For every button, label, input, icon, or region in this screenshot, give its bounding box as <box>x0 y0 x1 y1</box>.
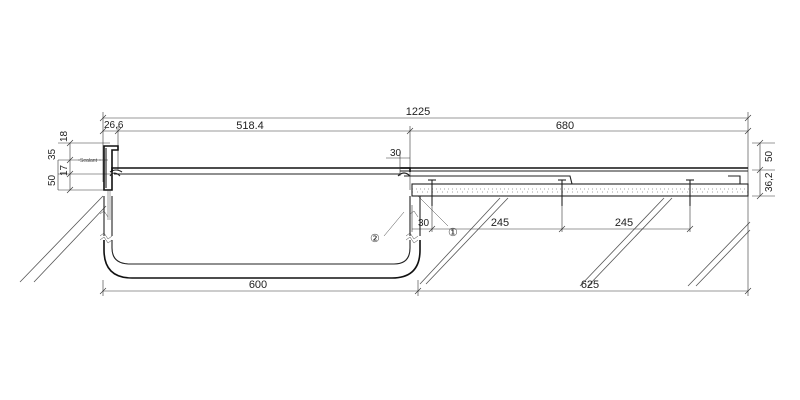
ground-hatching <box>19 195 751 287</box>
dim-channel-width: 600 <box>249 279 267 291</box>
dim-left-50: 50 <box>47 174 58 186</box>
callout-2: ② <box>370 233 380 245</box>
dim-left-17: 17 <box>59 164 70 176</box>
drain-channel <box>99 196 421 279</box>
dim-right-span: 680 <box>556 120 574 132</box>
dim-right-362: 36,2 <box>764 172 775 192</box>
right-vertical-dimensions: 50 36,2 <box>752 139 775 200</box>
left-edge-profile: Sealant <box>78 145 123 220</box>
dim-spacing-1: 245 <box>491 217 509 229</box>
middle-dimensions: 30 30 245 245 <box>386 148 694 233</box>
dim-slab-width: 625 <box>581 279 599 291</box>
left-note: Sealant <box>80 158 98 164</box>
callouts: ① ② <box>370 195 458 245</box>
dim-left-18: 18 <box>59 130 70 142</box>
dim-left-span: 518.4 <box>236 120 264 132</box>
left-vertical-dimensions: 18 35 17 50 <box>47 130 112 194</box>
right-slab <box>411 179 749 206</box>
dim-overall: 1225 <box>406 106 430 118</box>
cover-plate <box>109 167 748 185</box>
dim-edge: 26,6 <box>104 120 124 131</box>
dim-spacing-2: 245 <box>615 217 633 229</box>
dim-gap-bottom: 30 <box>418 218 430 229</box>
bottom-dimensions: 600 625 <box>99 196 752 296</box>
dim-right-50: 50 <box>764 150 775 162</box>
top-dimension-chain: 1225 26,6 518.4 680 <box>99 106 752 190</box>
dim-gap-top: 30 <box>390 148 402 159</box>
callout-1: ① <box>448 227 458 239</box>
dim-left-35: 35 <box>47 148 58 160</box>
